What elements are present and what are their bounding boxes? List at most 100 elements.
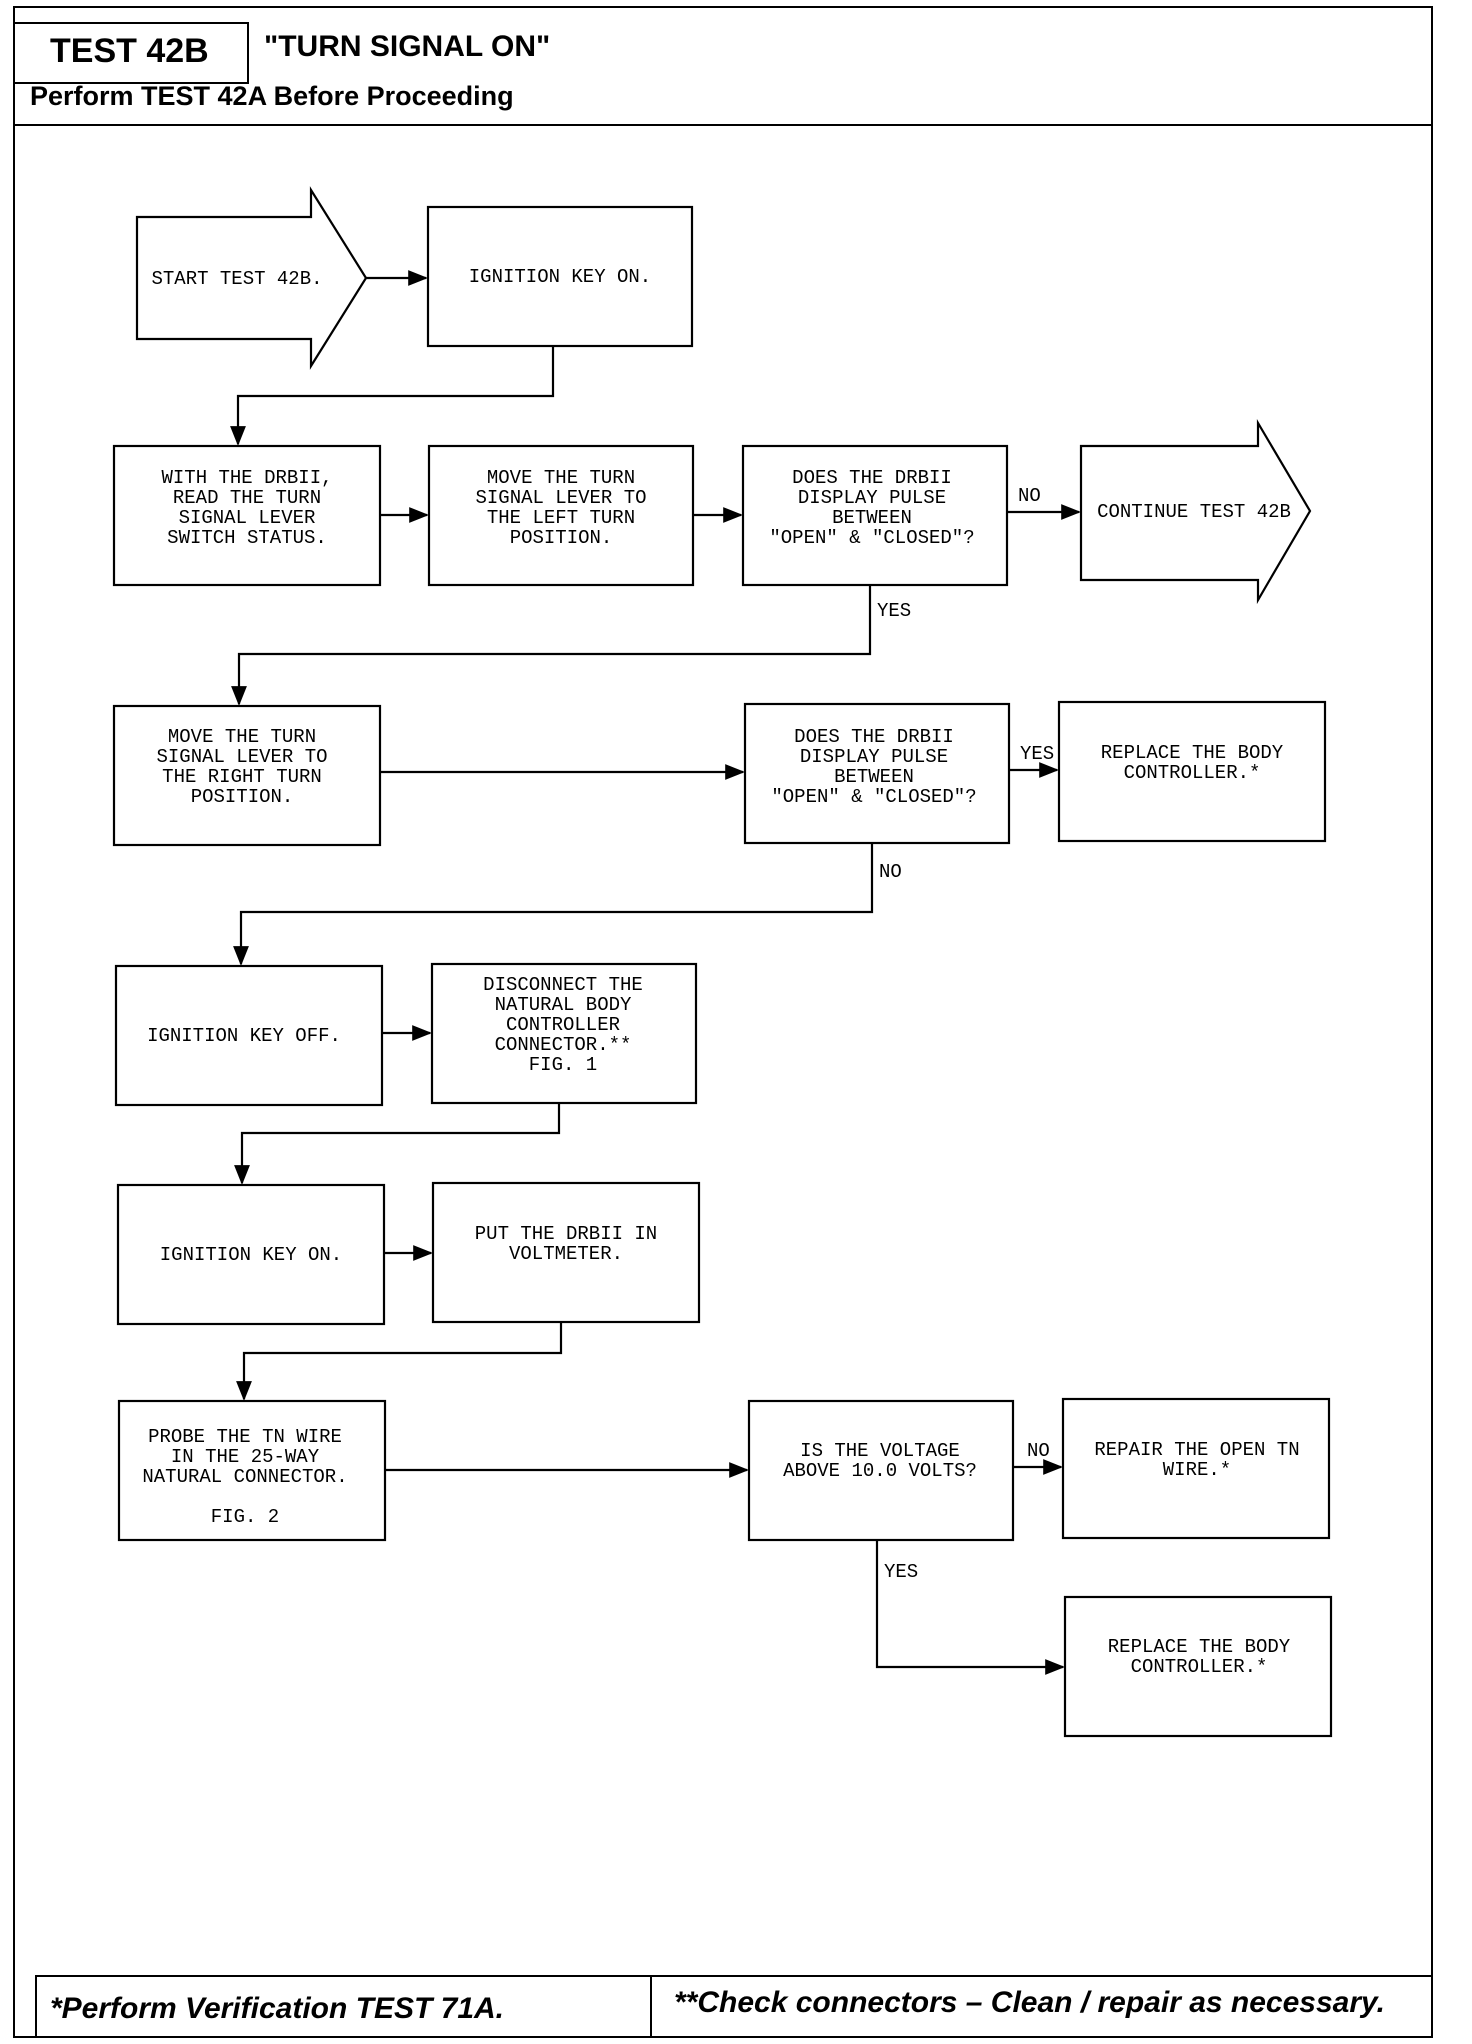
replace-body-2-box [1063, 1595, 1333, 1738]
decision-left-box [741, 444, 1009, 587]
node-ignition-on-2-text: IGNITION KEY ON. [160, 1244, 342, 1266]
footer-top-rule [35, 1975, 1433, 1977]
node-text-line: CONTROLLER [506, 1014, 620, 1036]
connector-decision-voltage-yes [875, 1540, 1065, 1675]
node-text-line: DISPLAY PULSE [800, 746, 948, 768]
header-test-id-box [13, 22, 249, 84]
node-text-line: DISPLAY PULSE [798, 487, 946, 509]
node-text-line: MOVE THE TURN [487, 467, 635, 489]
node-text-line: IGNITION KEY ON. [469, 266, 651, 288]
node-continue-text: CONTINUE TEST 42B [1097, 501, 1291, 523]
header-test-id: TEST 42B [50, 32, 209, 70]
node-text-line: FIG. 2 [211, 1506, 279, 1528]
node-text-line: THE RIGHT TURN [162, 766, 322, 788]
move-right-box [112, 704, 382, 847]
sheet-border [13, 6, 1433, 2038]
connector-ignition-to-read [230, 346, 555, 446]
node-text-line: IN THE 25-WAY [171, 1446, 320, 1468]
node-text-line: REPAIR THE OPEN TN [1094, 1439, 1299, 1461]
decision-right-box [743, 702, 1011, 845]
node-text-line: IGNITION KEY OFF. [147, 1025, 341, 1047]
node-text-line: IGNITION KEY ON. [160, 1244, 342, 1266]
node-text-line: SWITCH STATUS. [167, 527, 327, 549]
ignition-on-2-box [116, 1183, 386, 1326]
node-text-line: MOVE THE TURN [168, 726, 316, 748]
continue-arrow-shape [1079, 418, 1312, 605]
replace-body-1-box [1057, 700, 1327, 843]
node-text-line: NATURAL CONNECTOR. [142, 1466, 347, 1488]
footer-left-rule [35, 1975, 37, 2038]
node-text-line: CONTROLLER.* [1131, 1656, 1268, 1678]
label-yes-2: YES [1020, 743, 1054, 765]
header-title: "TURN SIGNAL ON" [264, 30, 551, 63]
node-text-line: NATURAL BODY [495, 994, 632, 1016]
node-text-line: "OPEN" & "CLOSED"? [769, 527, 974, 549]
node-text-line: SIGNAL LEVER TO [156, 746, 327, 768]
footer-divider [650, 1975, 652, 2038]
label-yes-1: YES [877, 600, 911, 622]
node-text-line: WITH THE DRBII, [161, 467, 332, 489]
node-text-line: SIGNAL LEVER TO [475, 487, 646, 509]
node-text-line: CONTINUE TEST 42B [1097, 501, 1291, 523]
ignition-on-1-box [426, 205, 694, 348]
node-text-line: ABOVE 10.0 VOLTS? [783, 1460, 977, 1482]
footer-right-note: **Check connectors – Clean / repair as n… [674, 1986, 1385, 2019]
node-start-text: START TEST 42B. [151, 268, 322, 290]
node-text-line: CONTROLLER.* [1124, 762, 1261, 784]
node-text-line: THE LEFT TURN [487, 507, 635, 529]
node-ignition-off-text: IGNITION KEY OFF. [147, 1025, 341, 1047]
start-arrow-shape [135, 186, 368, 370]
connector-decision-left-yes [231, 585, 872, 706]
node-text-line: IS THE VOLTAGE [800, 1440, 960, 1462]
node-text-line: SIGNAL LEVER [179, 507, 316, 529]
connector-voltmeter-to-probe [236, 1322, 563, 1401]
node-text-line: DOES THE DRBII [794, 726, 954, 748]
header-prerequisite: Perform TEST 42A Before Proceeding [30, 81, 514, 111]
node-text-line: POSITION. [191, 786, 294, 808]
node-text-line: PROBE THE TN WIRE [148, 1426, 342, 1448]
voltmeter-box [431, 1181, 701, 1324]
label-no-2: NO [879, 861, 902, 883]
node-text-line: "OPEN" & "CLOSED"? [771, 786, 976, 808]
connector-disconnect-to-ignition-on [234, 1103, 561, 1185]
node-text-line: WIRE.* [1163, 1459, 1231, 1481]
label-yes-3: YES [884, 1561, 918, 1583]
node-text-line: VOLTMETER. [509, 1243, 623, 1265]
node-text-line: BETWEEN [832, 507, 912, 529]
disconnect-box [430, 962, 698, 1105]
node-text-line: CONNECTOR.** [495, 1034, 632, 1056]
node-text-line: REPLACE THE BODY [1108, 1636, 1291, 1658]
label-no-3: NO [1027, 1440, 1050, 1462]
node-text-line: DISCONNECT THE [483, 974, 643, 996]
node-text-line: FIG. 1 [529, 1054, 597, 1076]
node-text-line: DOES THE DRBII [792, 467, 952, 489]
footer-left-note: *Perform Verification TEST 71A. [50, 1992, 505, 2025]
node-text-line: REPLACE THE BODY [1101, 742, 1284, 764]
node-text-line: PUT THE DRBII IN [475, 1223, 657, 1245]
header-divider [13, 124, 1433, 126]
ignition-off-box [114, 964, 384, 1107]
node-text-line: POSITION. [510, 527, 613, 549]
label-no-1: NO [1018, 485, 1041, 507]
connector-decision-right-no [233, 843, 874, 966]
node-text-line: START TEST 42B. [151, 268, 322, 290]
decision-voltage-box [747, 1399, 1015, 1542]
node-ignition-on-1-text: IGNITION KEY ON. [469, 266, 651, 288]
node-text-line: READ THE TURN [173, 487, 321, 509]
node-text-line: BETWEEN [834, 766, 914, 788]
repair-open-box [1061, 1397, 1331, 1540]
